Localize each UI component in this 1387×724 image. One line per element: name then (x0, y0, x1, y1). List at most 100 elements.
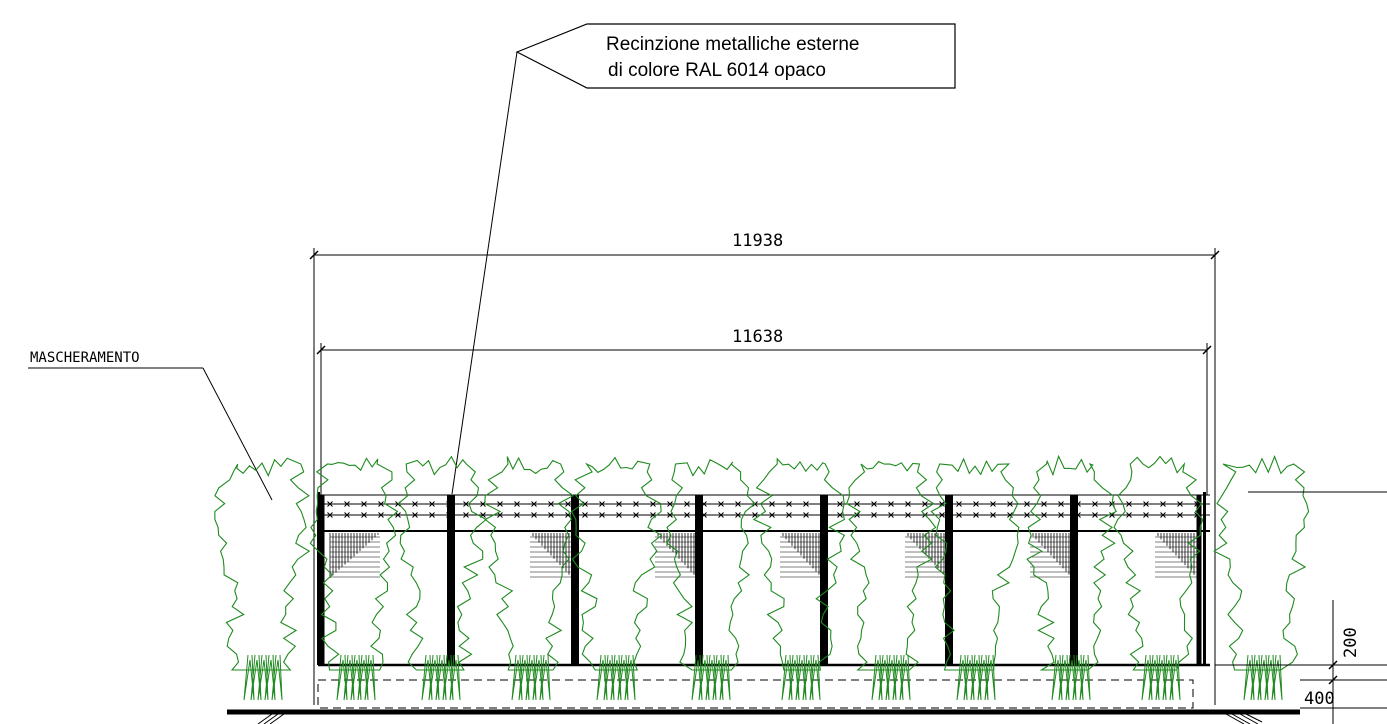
barb-mark (344, 512, 350, 518)
barb-mark (803, 501, 809, 507)
barb-mark (1024, 512, 1030, 518)
barb-mark (786, 512, 792, 518)
barb-mark (633, 512, 639, 518)
barb-mark (854, 512, 860, 518)
fence-post (571, 495, 579, 665)
barb-mark (327, 501, 333, 507)
dimension-overall-value: 11938 (732, 231, 783, 251)
callout-line-1: Recinzione metalliche esterne (606, 34, 859, 55)
masking-label-group: MASCHERAMENTO (28, 350, 273, 501)
barb-mark (582, 512, 588, 518)
dimension-tick (1328, 675, 1338, 685)
barb-mark (1007, 501, 1013, 507)
barb-mark (395, 512, 401, 518)
barb-mark (973, 501, 979, 507)
hedge (752, 457, 846, 671)
hedge (397, 455, 488, 671)
barb-mark (548, 501, 554, 507)
barb-mark (599, 501, 605, 507)
dimension-tick (316, 345, 326, 355)
barb-mark (752, 512, 758, 518)
barb-mark (429, 501, 435, 507)
barb-mark (956, 501, 962, 507)
barb-mark (650, 501, 656, 507)
fence (317, 492, 1210, 667)
barb-mark (463, 512, 469, 518)
barb-mark (1160, 501, 1166, 507)
callout-line-2: di colore RAL 6014 opaco (608, 60, 826, 81)
barb-mark (565, 501, 571, 507)
barb-mark (361, 512, 367, 518)
fence-post (945, 495, 953, 665)
barb-mark (854, 501, 860, 507)
hedge (1113, 455, 1204, 671)
barb-mark (1092, 501, 1098, 507)
barb-mark (990, 512, 996, 518)
dimension-overall: 11938 (309, 231, 1220, 705)
dimension-vertical: 200 400 (1215, 491, 1387, 724)
barb-mark (905, 501, 911, 507)
barb-mark (718, 501, 724, 507)
hedge-roots (243, 654, 283, 701)
masking-label: MASCHERAMENTO (30, 350, 140, 366)
barb-mark (378, 512, 384, 518)
barb-mark (684, 512, 690, 518)
barb-mark (684, 501, 690, 507)
barb-mark (837, 512, 843, 518)
barb-mark (1024, 501, 1030, 507)
hedge-roots (956, 654, 996, 701)
barb-mark (1177, 512, 1183, 518)
barb-mark (514, 512, 520, 518)
barb-mark (412, 512, 418, 518)
foundation-outline (317, 679, 1194, 709)
hedge (214, 457, 311, 671)
hedge-roots (596, 654, 636, 701)
barb-mark (497, 512, 503, 518)
barb-mark (973, 512, 979, 518)
barb-mark (1126, 512, 1132, 518)
barb-mark (735, 501, 741, 507)
barb-mark (633, 501, 639, 507)
hedge-roots (1243, 654, 1283, 701)
barb-mark (412, 501, 418, 507)
dimension-inner-value: 11638 (732, 327, 783, 347)
fence-post (820, 495, 828, 665)
masking-leader (202, 367, 273, 501)
barb-mark (1126, 501, 1132, 507)
barb-mark (548, 512, 554, 518)
barb-mark (939, 512, 945, 518)
fence-post (1196, 495, 1202, 665)
hedge-roots (336, 654, 376, 701)
callout-note: Recinzione metalliche esterne di colore … (451, 23, 956, 495)
barb-mark (888, 512, 894, 518)
barb-mark (990, 501, 996, 507)
hedge (1026, 454, 1117, 671)
dimension-tick (309, 250, 319, 260)
fence-end-post (1203, 492, 1206, 665)
barb-mark (905, 512, 911, 518)
dimension-height-value: 200 (1341, 627, 1361, 658)
barb-mark (344, 501, 350, 507)
hedge-roots (421, 654, 461, 701)
barb-mark (599, 512, 605, 518)
barb-mark (718, 512, 724, 518)
mesh-hatch (329, 533, 1198, 578)
barb-mark (497, 501, 503, 507)
barb-mark (1041, 512, 1047, 518)
barb-mark (803, 512, 809, 518)
barb-mark (1058, 512, 1064, 518)
barb-mark (1160, 512, 1166, 518)
hedge-roots (511, 654, 551, 701)
callout-frame (515, 23, 956, 89)
barb-mark (922, 501, 928, 507)
barb-mark (1143, 501, 1149, 507)
hedge (666, 459, 756, 671)
hedge (930, 457, 1020, 671)
fence-post (1070, 495, 1078, 665)
dimension-tick (1328, 660, 1338, 670)
dimension-base-value: 400 (1304, 689, 1335, 709)
barb-mark (1092, 512, 1098, 518)
barb-mark (871, 501, 877, 507)
barb-mark (837, 501, 843, 507)
